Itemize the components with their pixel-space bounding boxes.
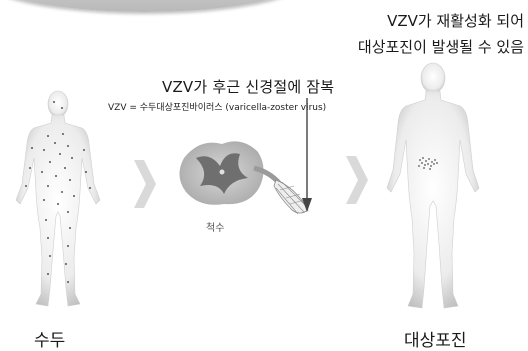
latency-title: VZV가 후근 신경절에 잠복 bbox=[162, 78, 335, 96]
dorsal-root-ganglion bbox=[273, 179, 309, 215]
reactivation-title: VZV가 재활성화 되어 대상포진이 발생될 수 있음 bbox=[294, 8, 524, 60]
shingles-rash bbox=[418, 157, 438, 170]
spinal-cord-cross-section bbox=[179, 141, 264, 205]
vzv-definition: VZV = 수두대상포진바이러스 (varicella-zoster virus… bbox=[108, 103, 327, 113]
chickenpox-body-figure bbox=[15, 90, 101, 307]
body-silhouette-small bbox=[15, 90, 101, 307]
chickenpox-spots bbox=[25, 101, 91, 283]
shingles-body-figure bbox=[386, 62, 480, 309]
chevron-right-icon-1 bbox=[134, 160, 156, 208]
reactivation-title-line2: 대상포진이 발생될 수 있음 bbox=[357, 38, 524, 56]
body-silhouette-large bbox=[386, 62, 480, 309]
chevron-right-icon-2 bbox=[346, 156, 368, 204]
reactivation-title-line1: VZV가 재활성화 되어 bbox=[387, 12, 524, 30]
chickenpox-label: 수두 bbox=[34, 331, 66, 351]
spinal-cord-label: 척수 bbox=[206, 223, 225, 234]
decorative-top-arc bbox=[0, 0, 310, 12]
spinal-cord-ganglion-illustration bbox=[179, 141, 309, 215]
pointer-arrow bbox=[302, 98, 312, 212]
shingles-label: 대상포진 bbox=[404, 331, 467, 351]
